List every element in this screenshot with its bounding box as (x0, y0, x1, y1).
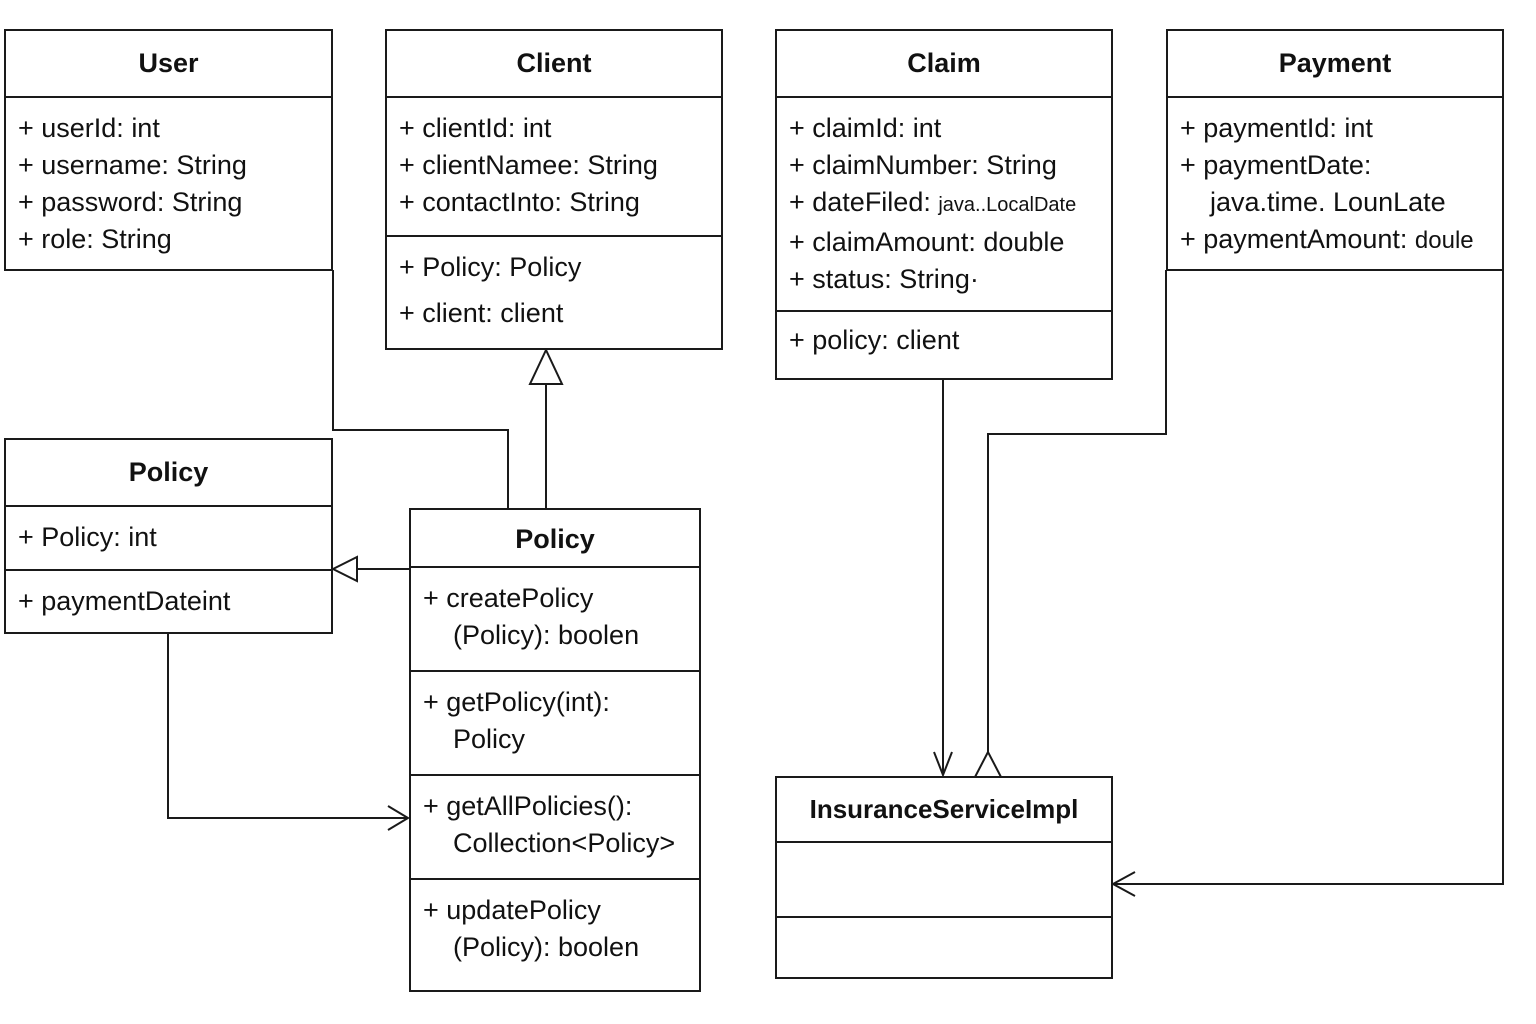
policy-method-update: + updatePolicy (Policy): boolen (411, 880, 699, 966)
class-claim-attributes: + claimId: int + claimNumber: String + d… (777, 98, 1111, 312)
payment-service-generalization-line (987, 270, 1167, 752)
attribute: + claimNumber: String (789, 150, 1057, 180)
class-claim-operations: + policy: client (777, 312, 1111, 359)
class-policy-center-title: Policy (411, 510, 699, 568)
attribute: + paymentDate: (1180, 150, 1372, 180)
method-signature: + updatePolicy (423, 895, 601, 925)
method-return: Collection<Policy> (453, 828, 676, 858)
policy-policy-generalization-triangle (330, 555, 358, 583)
method-return: Policy (453, 724, 526, 754)
class-insurance-service-impl[interactable]: InsuranceServiceImpl (775, 776, 1113, 979)
attribute-type: doule (1414, 227, 1474, 254)
policy-client-generalization-triangle (528, 347, 564, 385)
operation: + paymentDateint (18, 586, 231, 616)
attribute: + paymentId: int (1180, 113, 1373, 143)
attribute-type: java.time. LounLate (1210, 187, 1446, 217)
policy-method-get-all: + getAllPolicies(): Collection<Policy> (411, 776, 699, 880)
policy-left-to-center-arrow (167, 634, 408, 819)
class-user-attributes: + userId: int + username: String + passw… (6, 98, 331, 258)
class-user[interactable]: User + userId: int + username: String + … (4, 29, 333, 271)
attribute: + clientId: int (399, 113, 552, 143)
policy-method-create: + createPolicy (Policy): boolen (411, 568, 699, 672)
method-return: (Policy): boolen (453, 620, 640, 650)
class-client-attributes: + clientId: int + clientNamee: String + … (387, 98, 721, 237)
attribute: + claimAmount: double (789, 227, 1065, 257)
class-payment[interactable]: Payment + paymentId: int + paymentDate: … (1166, 29, 1504, 271)
method-signature: + getPolicy(int): (423, 687, 610, 717)
attribute: + password: String (18, 187, 243, 217)
attribute: + contactInto: String (399, 187, 640, 217)
attribute: + clientNamee: String (399, 150, 658, 180)
attribute-with-type: + dateFiled: java..LocalDate (789, 184, 1111, 224)
method-signature: + getAllPolicies(): (423, 791, 633, 821)
operation: + client: client (399, 298, 564, 328)
attribute: + paymentAmount: (1180, 224, 1408, 254)
payment-service-arrow-line (1113, 270, 1504, 885)
class-insurance-service-operations (777, 918, 1111, 978)
class-policy-left-attributes: + Policy: int (6, 507, 331, 571)
class-policy-center[interactable]: Policy + createPolicy (Policy): boolen +… (409, 508, 701, 992)
class-payment-attributes: + paymentId: int + paymentDate: java.tim… (1168, 98, 1502, 259)
operation: + policy: client (789, 325, 960, 355)
attribute: + Policy: int (18, 522, 157, 552)
operation: + Policy: Policy (399, 252, 582, 282)
class-policy-left-operations: + paymentDateint (6, 571, 331, 620)
class-claim[interactable]: Claim + claimId: int + claimNumber: Stri… (775, 29, 1113, 380)
class-insurance-service-attributes (777, 843, 1111, 918)
attribute: + claimId: int (789, 113, 942, 143)
class-client-operations: + Policy: Policy + client: client (387, 237, 721, 332)
class-insurance-service-title: InsuranceServiceImpl (777, 778, 1111, 843)
policy-method-get: + getPolicy(int): Policy (411, 672, 699, 776)
class-client-title: Client (387, 31, 721, 98)
method-signature: + createPolicy (423, 583, 594, 613)
attribute: + dateFiled: (789, 187, 931, 217)
class-claim-title: Claim (777, 31, 1111, 98)
attribute: + userId: int (18, 113, 160, 143)
class-policy-left[interactable]: Policy + Policy: int + paymentDateint (4, 438, 333, 634)
class-client[interactable]: Client + clientId: int + clientNamee: St… (385, 29, 723, 350)
attribute-type: java..LocalDate (938, 194, 1077, 216)
payment-service-generalization-triangle (973, 749, 1003, 778)
attribute: + status: String· (789, 264, 979, 294)
class-user-title: User (6, 31, 331, 98)
attribute-with-type: + paymentAmount: doule (1180, 221, 1502, 259)
attribute: + username: String (18, 150, 247, 180)
class-policy-left-title: Policy (6, 440, 331, 507)
claim-service-arrowhead (933, 751, 953, 778)
attribute: + role: String (18, 224, 172, 254)
user-policy-association (332, 270, 509, 509)
method-return: (Policy): boolen (453, 932, 640, 962)
payment-service-arrowhead (1110, 871, 1136, 897)
class-payment-title: Payment (1168, 31, 1502, 98)
policy-left-to-center-arrowhead (387, 805, 410, 831)
